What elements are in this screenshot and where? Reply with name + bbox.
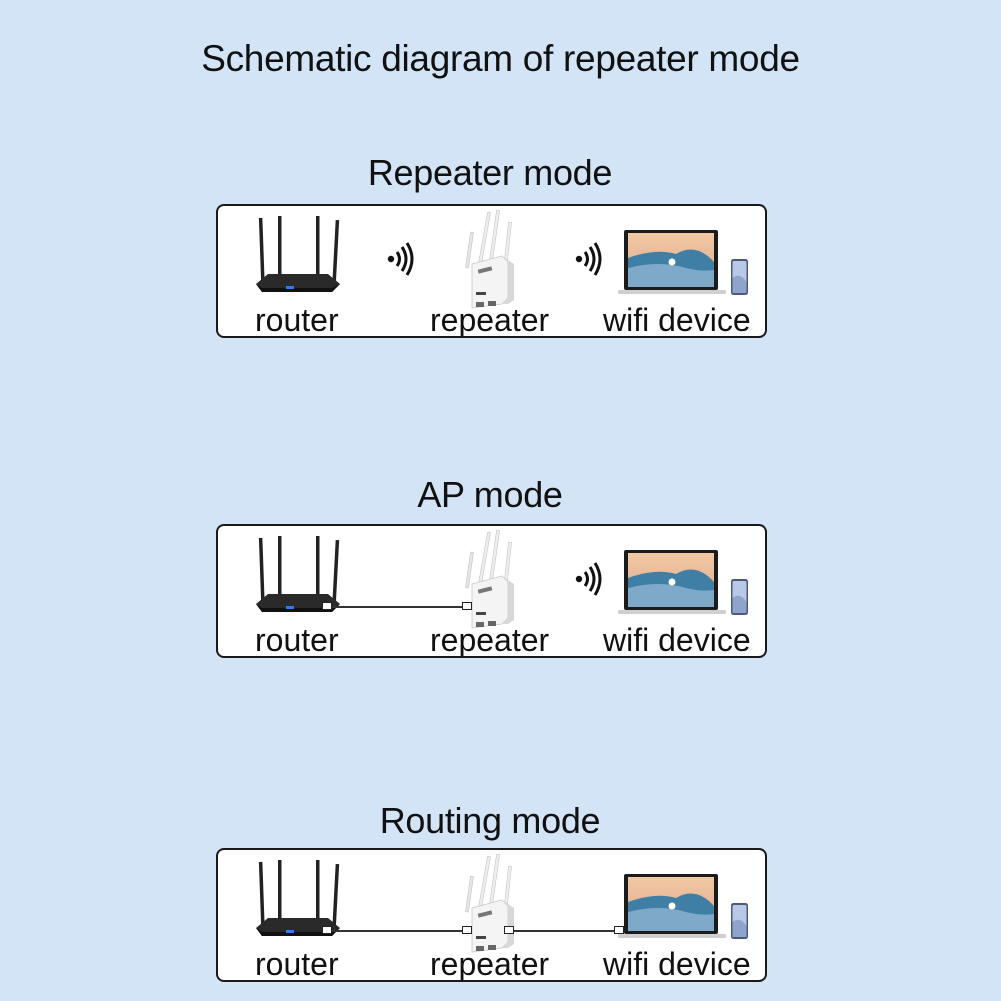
laptop-image	[616, 548, 728, 618]
wifi-device-label: wifi device	[603, 946, 751, 982]
ethernet-cable	[508, 930, 620, 932]
router-label: router	[255, 302, 339, 338]
phone-image	[730, 902, 749, 940]
router-image	[248, 214, 344, 300]
cable-port	[614, 926, 624, 934]
ethernet-cable	[328, 606, 468, 608]
wifi-signal-icon	[386, 241, 416, 277]
section-title: Repeater mode	[367, 152, 613, 193]
section-title: AP mode	[417, 474, 563, 515]
ethernet-cable	[328, 930, 468, 932]
repeater-image	[458, 528, 528, 632]
phone-image	[730, 258, 749, 296]
repeater-label: repeater	[430, 946, 550, 982]
laptop-image	[616, 228, 728, 298]
laptop-image	[616, 872, 728, 942]
cable-port	[322, 602, 332, 610]
cable-port	[462, 602, 472, 610]
repeater-image	[458, 852, 528, 956]
main-title: Schematic diagram of repeater mode	[201, 38, 800, 79]
wifi-signal-icon	[574, 241, 604, 277]
router-label: router	[255, 946, 339, 982]
router-image	[248, 534, 344, 620]
mode-panel: router repeater wifi device	[216, 848, 767, 982]
section-title: Routing mode	[379, 800, 601, 841]
cable-port	[504, 926, 514, 934]
repeater-label: repeater	[430, 302, 550, 338]
wifi-device-label: wifi device	[603, 302, 751, 338]
mode-panel: router repeater wifi device	[216, 204, 767, 338]
repeater-label: repeater	[430, 622, 550, 658]
mode-panel: router repeater wifi device	[216, 524, 767, 658]
phone-image	[730, 578, 749, 616]
router-image	[248, 858, 344, 944]
cable-port	[322, 926, 332, 934]
cable-port	[462, 926, 472, 934]
router-label: router	[255, 622, 339, 658]
repeater-image	[458, 208, 528, 312]
wifi-signal-icon	[574, 561, 604, 597]
wifi-device-label: wifi device	[603, 622, 751, 658]
